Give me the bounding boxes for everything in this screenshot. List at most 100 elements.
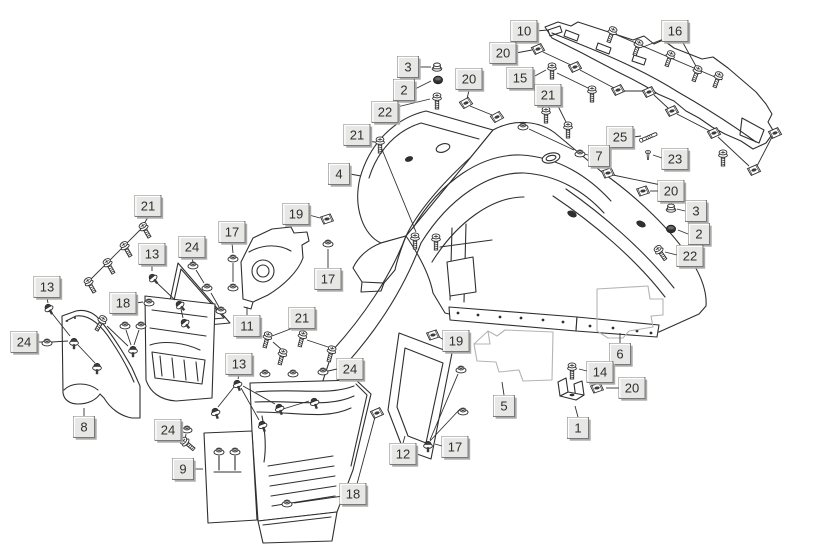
fastener-pushpin-icon — [92, 362, 102, 375]
part-label-21[interactable]: 21 — [343, 124, 373, 148]
part-label-1[interactable]: 1 — [567, 417, 591, 441]
part-label-2[interactable]: 2 — [393, 79, 417, 103]
part-label-13[interactable]: 13 — [33, 276, 63, 300]
part-label-text: 21 — [141, 199, 155, 214]
part-label-text: 21 — [541, 88, 555, 103]
part-label-21[interactable]: 21 — [134, 195, 164, 219]
part-label-3[interactable]: 3 — [397, 56, 421, 80]
part-label-24[interactable]: 24 — [178, 236, 208, 260]
leader-line — [469, 105, 493, 116]
part-label-14[interactable]: 14 — [586, 361, 616, 385]
part-label-8[interactable]: 8 — [73, 416, 97, 440]
leader-line — [133, 329, 140, 346]
leader-line — [327, 368, 338, 372]
part-label-18[interactable]: 18 — [109, 292, 139, 316]
fastener-grommet-icon — [259, 369, 271, 378]
part-label-20[interactable]: 20 — [489, 42, 519, 66]
fastener-bolt-icon — [375, 136, 385, 154]
part-label-text: 21 — [350, 128, 364, 143]
part-label-5[interactable]: 5 — [493, 395, 517, 419]
fastener-clip-icon — [600, 167, 616, 179]
part-label-17[interactable]: 17 — [218, 221, 248, 245]
part-label-17[interactable]: 17 — [441, 436, 471, 460]
fastener-clip-icon — [664, 105, 680, 117]
leader-line — [195, 269, 205, 284]
leader-line — [306, 339, 329, 348]
part-11-duct-bracket — [240, 226, 310, 310]
part-label-text: 3 — [692, 204, 699, 219]
fastener-bolt-icon — [718, 149, 728, 167]
fastener-bolt-icon — [102, 258, 116, 275]
fastener-nut_dark-icon — [666, 224, 676, 234]
part-label-15[interactable]: 15 — [506, 67, 536, 91]
part-label-16[interactable]: 16 — [661, 20, 691, 44]
leader-line — [717, 136, 750, 167]
fastener-nut-icon — [665, 203, 677, 213]
leader-line — [180, 308, 184, 319]
fastener-grommet-icon — [187, 261, 199, 270]
part-label-6[interactable]: 6 — [609, 343, 633, 367]
part-label-13[interactable]: 13 — [138, 243, 168, 267]
part-label-21[interactable]: 21 — [534, 84, 564, 108]
part-label-22[interactable]: 22 — [676, 245, 706, 269]
part-label-20[interactable]: 20 — [618, 377, 648, 401]
part-label-19[interactable]: 19 — [282, 203, 312, 227]
part-label-4[interactable]: 4 — [328, 163, 352, 187]
part-label-12[interactable]: 12 — [389, 443, 419, 467]
part-label-21[interactable]: 21 — [288, 307, 318, 331]
part-label-20[interactable]: 20 — [657, 180, 687, 204]
part-label-9[interactable]: 9 — [172, 458, 196, 482]
leader-line — [282, 400, 310, 410]
part-label-text: 9 — [179, 462, 186, 477]
part-label-7[interactable]: 7 — [588, 145, 612, 169]
fastener-pushpin-icon — [310, 397, 320, 410]
fastener-clip-icon — [369, 407, 385, 419]
fastener-bolt-icon — [567, 362, 577, 380]
part-label-24[interactable]: 24 — [10, 331, 40, 355]
fastener-grommet-icon — [181, 425, 193, 434]
fastener-bolt-icon — [563, 121, 573, 139]
part-label-text: 24 — [161, 423, 175, 438]
fastener-clip-icon — [425, 329, 441, 341]
fastener-grommet-icon — [227, 283, 239, 292]
leader-line — [612, 174, 662, 186]
part-label-23[interactable]: 23 — [661, 148, 691, 172]
fastener-clip-icon — [635, 185, 651, 197]
leader-line — [210, 292, 220, 308]
leader-line — [349, 173, 362, 177]
leader-line — [556, 72, 589, 89]
part-label-17[interactable]: 17 — [314, 268, 344, 292]
part-label-11[interactable]: 11 — [233, 315, 263, 339]
leader-line — [578, 368, 588, 372]
part-label-3[interactable]: 3 — [685, 200, 709, 224]
fastener-bolt-icon — [410, 232, 420, 250]
part-label-18[interactable]: 18 — [339, 483, 369, 507]
part-1-mounting-bracket — [557, 377, 585, 401]
part-label-text: 20 — [462, 72, 476, 87]
fastener-bolt-icon — [138, 222, 152, 239]
part-label-10[interactable]: 10 — [510, 20, 540, 44]
fastener-clip-icon — [567, 61, 583, 73]
fastener-pushpin-icon — [180, 318, 191, 330]
part-label-text: 24 — [343, 362, 357, 377]
leader-line — [125, 329, 132, 346]
leader-line — [51, 340, 69, 343]
leader-line — [528, 128, 575, 151]
part-label-text: 22 — [683, 249, 697, 264]
part-label-24[interactable]: 24 — [336, 358, 366, 382]
part-label-25[interactable]: 25 — [606, 126, 636, 150]
leader-line — [676, 208, 686, 212]
part-label-22[interactable]: 22 — [371, 101, 401, 125]
part-label-2[interactable]: 2 — [688, 223, 712, 247]
leader-line — [676, 113, 711, 132]
fastener-bolt-icon — [691, 65, 703, 83]
part-label-13[interactable]: 13 — [225, 353, 255, 377]
fastener-clip-icon — [641, 86, 657, 98]
fastener-grommet-icon — [119, 321, 131, 330]
fastener-grommet-icon — [281, 499, 293, 508]
part-label-20[interactable]: 20 — [455, 68, 485, 92]
part-label-text: 20 — [625, 381, 639, 396]
part-label-19[interactable]: 19 — [442, 330, 472, 354]
part-label-24[interactable]: 24 — [154, 419, 184, 443]
